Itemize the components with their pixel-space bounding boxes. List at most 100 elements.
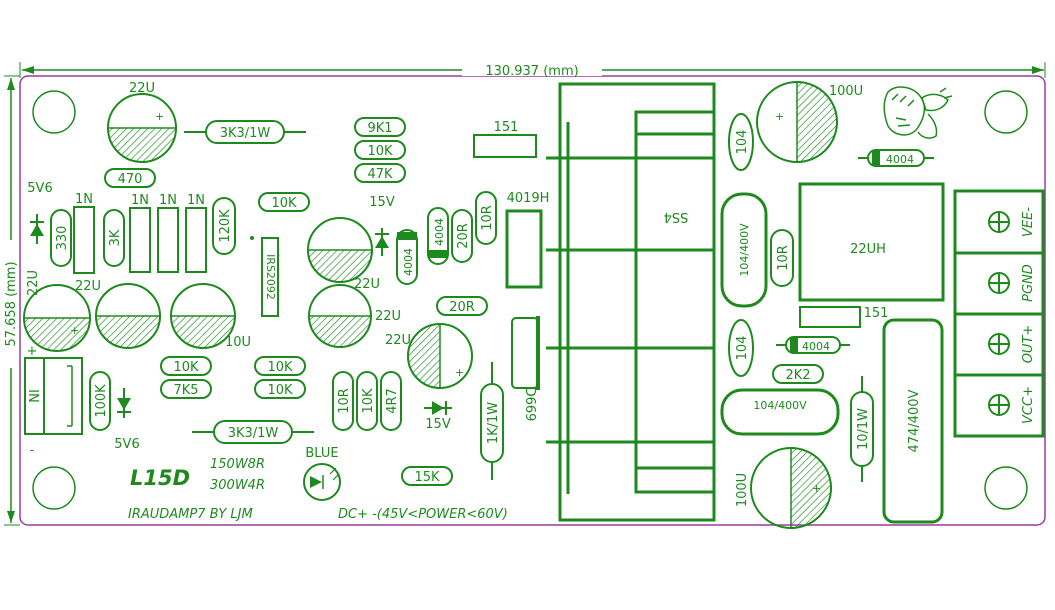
terminal-vee-label: VEE-: [1021, 207, 1036, 237]
svg-text:3K3/1W: 3K3/1W: [220, 126, 271, 141]
res-1k-1w: 1K/1W: [480, 362, 504, 480]
zener-5v6-b: 5V6: [114, 388, 140, 452]
res-15k: 15K: [401, 466, 453, 486]
svg-text:15V: 15V: [425, 417, 451, 432]
res-3k: 3K: [103, 209, 125, 267]
svg-text:470: 470: [118, 172, 143, 187]
svg-text:20R: 20R: [456, 223, 471, 249]
cap-474-400v: 474/400V: [882, 318, 944, 524]
svg-text:4R7: 4R7: [385, 388, 400, 414]
res-3k3-bot: 3K3/1W: [192, 420, 314, 444]
res-9k1: 9K1: [354, 117, 406, 137]
res-120k: 120K: [212, 197, 236, 255]
svg-text:9K1: 9K1: [367, 121, 392, 136]
res-10k-a: 10K: [354, 140, 406, 160]
res-2k2: 2K2: [772, 364, 824, 384]
terminal-block: VEE- PGND OUT+ VCC+: [953, 189, 1045, 438]
cap-100u-bot: 100U +: [735, 447, 832, 529]
mount-hole-tl: [32, 90, 76, 134]
zener-15v-b: 15V: [424, 401, 452, 432]
svg-text:104/400V: 104/400V: [753, 399, 807, 412]
svg-text:15V: 15V: [369, 195, 395, 210]
width-label: 130.937 (mm): [485, 64, 578, 79]
diode-4004-a: 4004: [396, 229, 418, 285]
svg-text:+: +: [70, 324, 79, 337]
res-10k-c: 10K: [160, 356, 212, 376]
cap-1n-c: 1N: [157, 193, 179, 273]
width-dimension: 130.937 (mm): [19, 62, 1046, 79]
res-10k-e: 10K: [254, 379, 306, 399]
ic-irs2092: IRS2092: [250, 236, 279, 317]
cap-22u-left: 22U +: [23, 270, 91, 352]
svg-text:10K: 10K: [267, 383, 293, 398]
svg-text:22U: 22U: [385, 333, 411, 348]
svg-text:22U: 22U: [129, 81, 155, 96]
cap-151-a: 151: [473, 120, 537, 158]
cap-1n-d: 1N: [185, 193, 207, 273]
svg-text:10U: 10U: [225, 335, 251, 350]
model-title: L15D: [130, 466, 190, 490]
inductor-22uh: 22UH: [798, 182, 945, 302]
led-blue: BLUE: [303, 446, 341, 501]
res-100k: 100K: [89, 371, 111, 431]
svg-text:10K: 10K: [361, 388, 376, 414]
cap-10u: 10U: [170, 283, 251, 350]
svg-text:10R: 10R: [776, 245, 791, 271]
res-20r-b: 20R: [451, 209, 473, 263]
svg-text:1N: 1N: [187, 193, 205, 208]
res-47k: 47K: [354, 163, 406, 183]
mount-hole-br: [984, 466, 1028, 510]
height-label: 57.658 (mm): [4, 261, 19, 346]
cap-104-400v-b: 104/400V: [720, 388, 840, 436]
res-7k5: 7K5: [160, 379, 212, 399]
res-10k-d: 10K: [254, 356, 306, 376]
res-10r-c: 10R: [770, 229, 794, 287]
mount-hole-tr: [984, 90, 1028, 134]
diode-4004-d: 4004: [776, 336, 850, 354]
svg-text:1N: 1N: [75, 192, 93, 207]
svg-text:100U: 100U: [735, 473, 750, 507]
cap-470: 470: [104, 168, 156, 188]
svg-text:22U: 22U: [75, 279, 101, 294]
cap-1n-a: 1N: [73, 192, 95, 274]
terminal-vcc-label: VCC+: [1021, 386, 1036, 424]
svg-text:474/400V: 474/400V: [907, 389, 922, 452]
svg-text:IRS2092: IRS2092: [264, 254, 277, 300]
terminal-out-label: OUT+: [1021, 325, 1036, 364]
cap-22u-c1: 22U: [307, 217, 380, 292]
res-10r-a: 10R: [332, 371, 354, 431]
mounting-holes: [32, 90, 1028, 510]
diode-4004-b: 4004: [427, 207, 449, 265]
svg-text:4004: 4004: [402, 248, 415, 276]
svg-text:+: +: [775, 110, 784, 123]
logo-sketch: [883, 86, 953, 139]
res-10r-b: 10R: [475, 191, 497, 245]
cap-151-b: 151: [799, 306, 888, 328]
res-10-1w: 10/1W: [850, 376, 874, 482]
svg-text:22U: 22U: [354, 277, 380, 292]
minus-label: -: [30, 443, 35, 458]
diode-4004-c: 4004: [858, 149, 934, 167]
power-8r: 150W8R: [210, 457, 265, 472]
svg-text:104: 104: [735, 336, 750, 361]
svg-text:22UH: 22UH: [850, 242, 886, 257]
cap-104-400v-a: 104/400V: [720, 192, 768, 308]
svg-text:NI: NI: [28, 389, 43, 403]
svg-text:4004: 4004: [886, 153, 914, 166]
svg-text:104: 104: [735, 130, 750, 155]
svg-text:10R: 10R: [337, 388, 352, 414]
svg-text:100U: 100U: [829, 84, 863, 99]
power-4r: 300W4R: [210, 478, 265, 493]
cap-22u-c3: 22U +: [385, 323, 473, 389]
title-block: L15D 150W8R 300W4R IRAUDAMP7 BY LJM DC+ …: [128, 457, 508, 522]
svg-text:120K: 120K: [218, 209, 233, 243]
res-10k-f: 10K: [356, 371, 378, 431]
cap-100u-top: 100U +: [756, 81, 863, 163]
transistor-d669: D669: [511, 316, 540, 421]
cap-104-a: 104: [728, 113, 754, 171]
svg-text:104/400V: 104/400V: [738, 223, 751, 277]
svg-text:7K5: 7K5: [173, 383, 198, 398]
svg-text:10K: 10K: [267, 360, 293, 375]
cap-22u-top: 22U +: [107, 81, 177, 163]
